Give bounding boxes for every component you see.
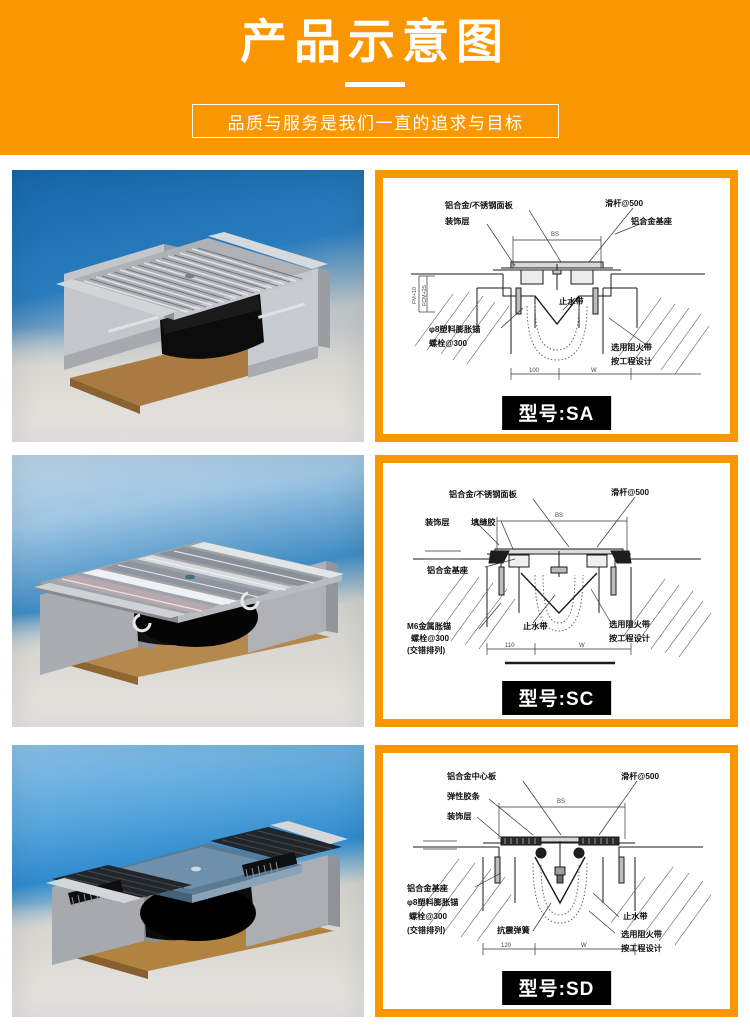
- joint-assembly-illustration-sc: [34, 541, 344, 685]
- photo-vignette: [12, 745, 364, 1017]
- svg-text:滑杆@500: 滑杆@500: [611, 487, 649, 497]
- photo-vignette: [12, 170, 364, 442]
- svg-text:止水带: 止水带: [623, 911, 648, 921]
- svg-text:铝合金基座: 铝合金基座: [407, 883, 449, 893]
- product-row-sa: 铝合金/不锈钢面板 装饰层 滑杆@500 铝合金基座 止水带 φ8塑料膨胀锚 螺…: [0, 170, 750, 442]
- technical-drawing-sd: 铝合金中心板 弹性胶条 装饰层 滑杆@500 铝合金基座 φ8塑料膨胀锚 螺栓@…: [407, 771, 712, 955]
- svg-text:铝合金中心板: 铝合金中心板: [447, 771, 497, 781]
- section-diagram-sc: 铝合金/不锈钢面板 装饰层 填缝胶 滑杆@500 铝合金基座 止水带 M6金属胀…: [375, 455, 738, 727]
- svg-text:选用阻火带: 选用阻火带: [621, 929, 662, 939]
- svg-text:M6金属胀锚: M6金属胀锚: [407, 621, 451, 631]
- model-badge-sc: 型号:SC: [501, 681, 612, 715]
- svg-text:装饰层: 装饰层: [424, 517, 450, 527]
- svg-text:铝合金/不锈钢面板: 铝合金/不锈钢面板: [449, 489, 518, 499]
- svg-text:螺栓@300: 螺栓@300: [411, 633, 449, 643]
- diagram-canvas-sd: 铝合金中心板 弹性胶条 装饰层 滑杆@500 铝合金基座 φ8塑料膨胀锚 螺栓@…: [383, 753, 730, 1009]
- svg-text:100: 100: [529, 368, 540, 374]
- diagram-canvas-sc: 铝合金/不锈钢面板 装饰层 填缝胶 滑杆@500 铝合金基座 止水带 M6金属胀…: [383, 463, 730, 719]
- svg-text:填缝胶: 填缝胶: [471, 517, 496, 527]
- svg-text:按工程设计: 按工程设计: [611, 356, 653, 366]
- svg-text:弹性胶条: 弹性胶条: [447, 791, 481, 801]
- svg-text:螺栓@300: 螺栓@300: [429, 338, 467, 348]
- svg-text:选用阻火带: 选用阻火带: [609, 619, 650, 629]
- technical-drawing-sa: 铝合金/不锈钢面板 装饰层 滑杆@500 铝合金基座 止水带 φ8塑料膨胀锚 螺…: [411, 198, 710, 380]
- joint-assembly-illustration-sa: [56, 232, 330, 414]
- product-photo-sd: [12, 745, 364, 1017]
- svg-text:装饰层: 装饰层: [444, 216, 470, 226]
- svg-text:滑杆@500: 滑杆@500: [605, 198, 643, 208]
- svg-text:(交错排列): (交错排列): [407, 645, 445, 655]
- subtitle-box: 品质与服务是我们一直的追求与目标: [192, 104, 559, 138]
- svg-text:φ8塑料膨胀锚: φ8塑料膨胀锚: [407, 897, 458, 907]
- model-badge-sd: 型号:SD: [501, 971, 612, 1005]
- svg-text:按工程设计: 按工程设计: [621, 943, 663, 953]
- svg-text:W: W: [591, 368, 597, 374]
- svg-text:FCM+25: FCM+25: [422, 285, 428, 306]
- svg-text:止水带: 止水带: [559, 296, 584, 306]
- page-header: 产品示意图 品质与服务是我们一直的追求与目标: [0, 0, 750, 155]
- product-photo-sa: [12, 170, 364, 442]
- svg-text:φ8塑料膨胀锚: φ8塑料膨胀锚: [429, 324, 480, 334]
- svg-text:抗震弹簧: 抗震弹簧: [497, 925, 530, 935]
- svg-text:螺栓@300: 螺栓@300: [409, 911, 447, 921]
- section-diagram-sa: 铝合金/不锈钢面板 装饰层 滑杆@500 铝合金基座 止水带 φ8塑料膨胀锚 螺…: [375, 170, 738, 442]
- svg-text:铝合金基座: 铝合金基座: [427, 565, 469, 575]
- svg-text:BS: BS: [557, 799, 565, 805]
- svg-text:W: W: [581, 943, 587, 949]
- svg-text:BS: BS: [555, 513, 563, 519]
- svg-text:止水带: 止水带: [523, 621, 548, 631]
- svg-text:110: 110: [505, 643, 515, 649]
- page-subtitle: 品质与服务是我们一直的追求与目标: [227, 113, 524, 133]
- technical-drawing-sc: 铝合金/不锈钢面板 装饰层 填缝胶 滑杆@500 铝合金基座 止水带 M6金属胀…: [407, 487, 712, 665]
- svg-text:(交错排列): (交错排列): [407, 925, 445, 935]
- svg-text:120: 120: [501, 943, 512, 949]
- svg-text:滑杆@500: 滑杆@500: [621, 771, 659, 781]
- svg-text:BS: BS: [551, 232, 559, 238]
- svg-text:装饰层: 装饰层: [446, 811, 472, 821]
- model-badge-sa: 型号:SA: [501, 396, 612, 430]
- product-row-sc: 铝合金/不锈钢面板 装饰层 填缝胶 滑杆@500 铝合金基座 止水带 M6金属胀…: [0, 455, 750, 727]
- svg-text:铝合金/不锈钢面板: 铝合金/不锈钢面板: [445, 200, 514, 210]
- photo-vignette: [12, 455, 364, 727]
- product-photo-sc: [12, 455, 364, 727]
- svg-text:按工程设计: 按工程设计: [609, 633, 651, 643]
- diagram-canvas-sa: 铝合金/不锈钢面板 装饰层 滑杆@500 铝合金基座 止水带 φ8塑料膨胀锚 螺…: [383, 178, 730, 434]
- svg-text:选用阻火带: 选用阻火带: [611, 342, 652, 352]
- joint-assembly-illustration-sd: [46, 821, 348, 979]
- svg-text:FM+10: FM+10: [412, 287, 418, 304]
- svg-text:铝合金基座: 铝合金基座: [631, 216, 673, 226]
- product-row-sd: 铝合金中心板 弹性胶条 装饰层 滑杆@500 铝合金基座 φ8塑料膨胀锚 螺栓@…: [0, 745, 750, 1017]
- page-title: 产品示意图: [240, 15, 510, 68]
- title-divider: [345, 82, 405, 87]
- section-diagram-sd: 铝合金中心板 弹性胶条 装饰层 滑杆@500 铝合金基座 φ8塑料膨胀锚 螺栓@…: [375, 745, 738, 1017]
- svg-text:W: W: [579, 643, 585, 649]
